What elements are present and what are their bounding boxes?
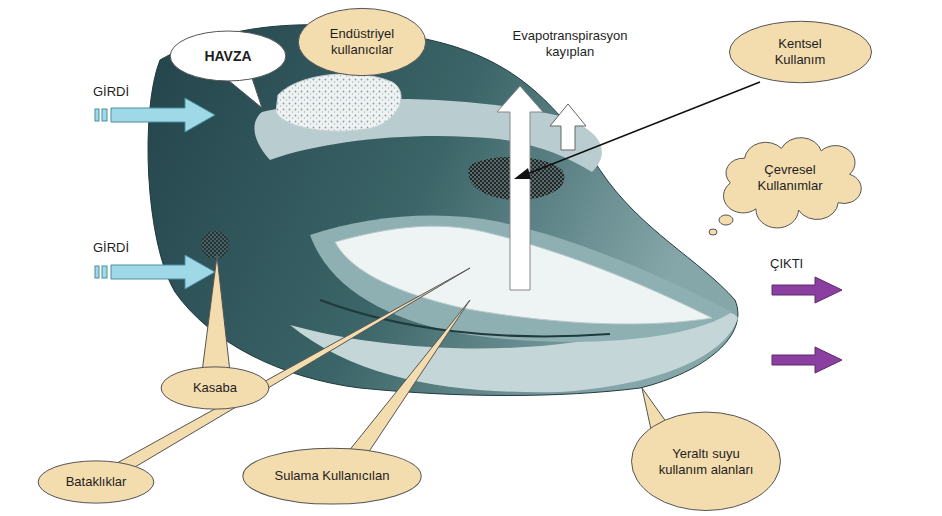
bubble-content: Yeraltı suyu kullanım alanları <box>630 410 782 513</box>
bubble-text: Sulama Kullanıcılan <box>275 468 390 484</box>
basin-bubble: HAVZA <box>169 30 287 82</box>
town-spot <box>201 231 229 259</box>
leader-line <box>522 82 760 176</box>
thought-bubble <box>719 215 733 225</box>
ellipse-shape <box>38 461 154 503</box>
leader-arrowhead <box>514 168 531 179</box>
bubble-text: Kentsel Kullanım <box>760 36 840 67</box>
output-arrow <box>772 347 842 373</box>
cloud-bubble: Çevresel Kullanımlar <box>719 141 861 215</box>
output-label: ÇIKTI <box>770 256 830 272</box>
evaporation-arrow <box>497 86 543 290</box>
input-arrow-tail <box>102 266 107 278</box>
evaporation-arrow <box>550 104 586 150</box>
ellipse-shape <box>170 31 286 81</box>
callout-bubble: Yeraltı suyu kullanım alanları <box>630 410 782 513</box>
callout-tail <box>228 78 262 108</box>
bubble-text: Çevresel Kullanımlar <box>748 162 833 193</box>
input-arrow-tail <box>95 266 99 278</box>
ellipse-shape <box>632 412 781 510</box>
bubble-content: Sulama Kullanıcılan <box>241 447 423 505</box>
loss-label: Evapotranspirasyon kayıplan <box>500 28 640 59</box>
callout-bubble: Endüstriyel kullanıcılar <box>297 7 427 77</box>
callout-bubble: Kentsel Kullanım <box>728 20 873 84</box>
bubble-text: HAVZA <box>204 48 251 65</box>
bubble-content: Endüstriyel kullanıcılar <box>297 7 427 77</box>
ellipse-shape <box>729 21 871 82</box>
bubble-content: Kasaba <box>160 366 270 410</box>
callout-tail <box>202 256 230 372</box>
callout-bubble: Kasaba <box>160 366 270 410</box>
cloud-shape <box>724 138 862 228</box>
bubble-text: Yeraltı suyu kullanım alanları <box>649 446 764 477</box>
bubble-content: Çevresel Kullanımlar <box>719 141 861 215</box>
ellipse-shape <box>161 367 269 409</box>
ellipse-shape <box>243 448 421 504</box>
bubble-content: HAVZA <box>169 30 287 82</box>
bubble-text: Bataklıklar <box>66 474 127 490</box>
input-arrow <box>111 255 215 289</box>
input-arrow <box>111 98 215 132</box>
input-label: GİRDİ <box>93 240 153 256</box>
bubble-text: Endüstriyel kullanıcılar <box>317 26 407 57</box>
input-arrow-tail <box>95 109 99 121</box>
input-label: GİRDİ <box>93 84 153 100</box>
bubble-content: Kentsel Kullanım <box>728 20 873 84</box>
output-arrow <box>772 277 842 303</box>
bubble-content: Bataklıklar <box>37 460 155 504</box>
input-arrow-tail <box>102 109 107 121</box>
callout-tail <box>340 300 470 462</box>
industrial-area <box>276 74 401 131</box>
ellipse-shape <box>298 8 425 75</box>
callout-tail <box>108 268 470 470</box>
callout-bubble: Bataklıklar <box>37 460 155 504</box>
callout-bubble: Sulama Kullanıcılan <box>241 447 423 505</box>
thought-bubble <box>709 229 717 235</box>
bubble-text: Kasaba <box>193 380 237 396</box>
